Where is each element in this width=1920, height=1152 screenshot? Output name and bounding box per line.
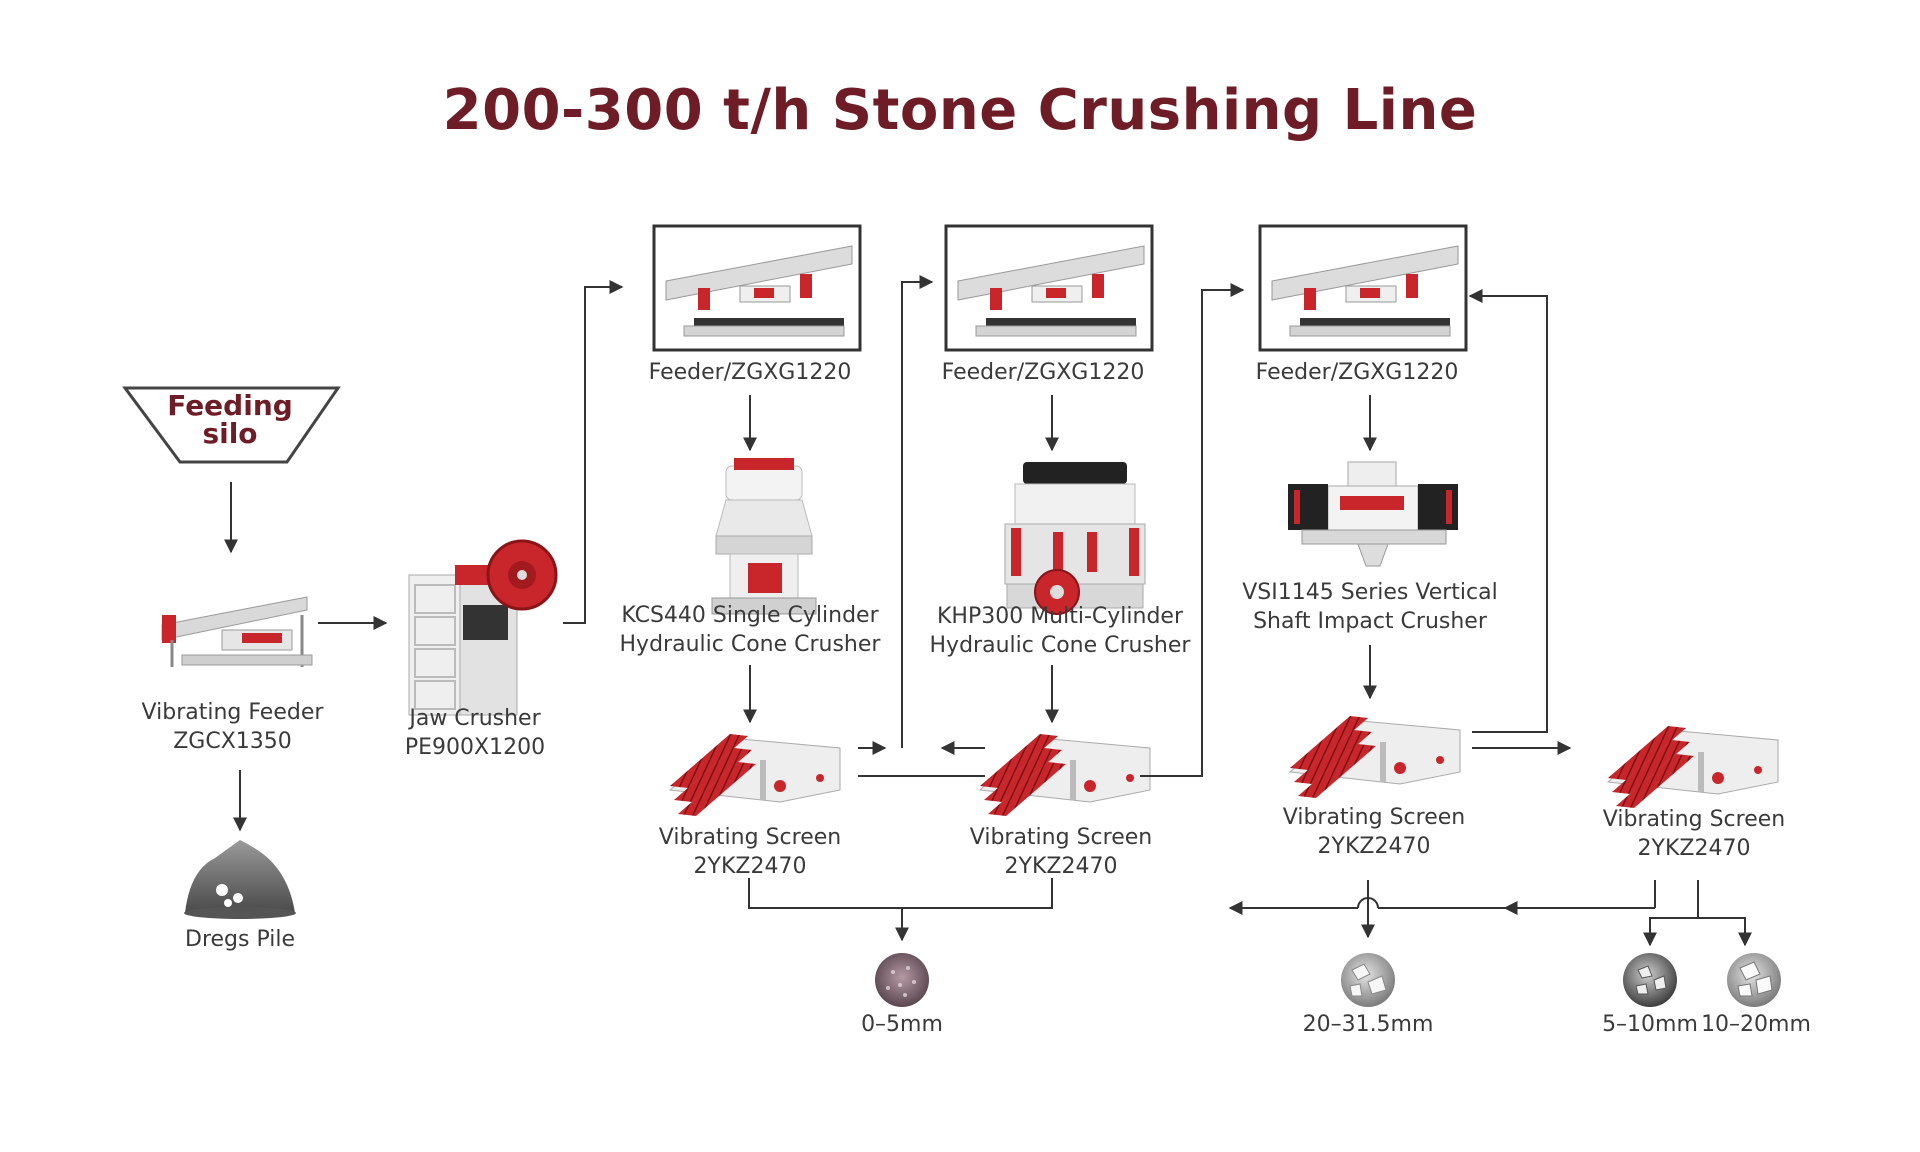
dregs-pile-label: Dregs Pile — [185, 927, 295, 952]
vibrating-feeder-icon — [665, 245, 853, 337]
product-gravel-5-10mm-icon — [1623, 953, 1677, 1007]
screen-3-name: Vibrating Screen — [1282, 805, 1466, 830]
crusher-1-line1: KCS440 Single Cylinder — [621, 603, 879, 628]
jaw-crusher-model: PE900X1200 — [404, 735, 546, 760]
feeding-silo-line1: Feeding — [167, 389, 293, 422]
product-gravel-20-31.5mm-icon — [1341, 953, 1395, 1007]
screen-4-label: Vibrating Screen 2YKZ2470 — [1594, 805, 1794, 863]
vibrating-feeder-icon — [161, 596, 313, 667]
crusher-2-line2: Hydraulic Cone Crusher — [929, 633, 1191, 658]
screen-1-name: Vibrating Screen — [658, 825, 842, 850]
crusher-3-line1: VSI1145 Series Vertical — [1242, 580, 1498, 605]
vibrating-screen-4-icon — [1606, 726, 1779, 808]
crusher-2-line1: KHP300 Multi-Cylinder — [936, 604, 1184, 629]
crusher-2-label: KHP300 Multi-Cylinder Hydraulic Cone Cru… — [915, 602, 1205, 660]
dregs-pile-icon — [184, 840, 296, 919]
feeder-3-box — [1258, 224, 1468, 352]
jaw-crusher-label: Jaw Crusher PE900X1200 — [385, 704, 565, 762]
feeding-silo-line2: silo — [202, 417, 258, 450]
crusher-3-label: VSI1145 Series Vertical Shaft Impact Cru… — [1230, 578, 1510, 636]
vibrating-feeder-name: Vibrating Feeder — [141, 700, 324, 725]
feeding-silo-icon — [122, 386, 341, 464]
screen-1-label: Vibrating Screen 2YKZ2470 — [650, 823, 850, 881]
jaw-crusher-icon — [408, 539, 558, 716]
jaw-crusher-name: Jaw Crusher — [409, 706, 541, 731]
multi-cylinder-cone-crusher-icon — [1004, 462, 1146, 615]
vibrating-feeder-label: Vibrating Feeder ZGCX1350 — [130, 698, 335, 756]
single-cylinder-cone-crusher-icon — [711, 458, 817, 615]
flow-arrows — [224, 275, 1752, 947]
feeder-2-label: Feeder/ZGXG1220 — [941, 360, 1145, 385]
product-gravel-10-20mm-icon — [1727, 953, 1781, 1007]
screen-2-model: 2YKZ2470 — [1004, 854, 1118, 879]
vibrating-screen-1-icon — [668, 734, 841, 816]
screen-4-name: Vibrating Screen — [1602, 807, 1786, 832]
feeding-silo-label: Feeding silo — [150, 392, 310, 448]
product-5-10mm-label: 5–10mm — [1602, 1012, 1698, 1037]
screen-3-label: Vibrating Screen 2YKZ2470 — [1274, 803, 1474, 861]
feeder-1-box — [652, 224, 862, 352]
page-title: 200-300 t/h Stone Crushing Line — [442, 78, 1478, 143]
feeder-3-label: Feeder/ZGXG1220 — [1255, 360, 1459, 385]
vibrating-feeder-icon — [1271, 245, 1459, 337]
product-gravel-0-5mm-icon — [875, 953, 929, 1007]
screen-2-name: Vibrating Screen — [969, 825, 1153, 850]
vibrating-feeder-icon — [957, 245, 1145, 337]
feeder-1-label: Feeder/ZGXG1220 — [648, 360, 852, 385]
vibrating-screen-2-icon — [978, 734, 1151, 816]
vsi-crusher-icon — [1288, 461, 1458, 567]
product-20-31.5mm-label: 20–31.5mm — [1302, 1012, 1434, 1037]
screen-4-model: 2YKZ2470 — [1637, 836, 1751, 861]
vibrating-screen-3-icon — [1288, 716, 1461, 798]
screen-2-label: Vibrating Screen 2YKZ2470 — [961, 823, 1161, 881]
feeder-2-box — [944, 224, 1154, 352]
product-10-20mm-label: 10–20mm — [1701, 1012, 1811, 1037]
crusher-3-line2: Shaft Impact Crusher — [1253, 609, 1487, 634]
product-0-5mm-label: 0–5mm — [861, 1012, 943, 1037]
crusher-1-label: KCS440 Single Cylinder Hydraulic Cone Cr… — [610, 601, 890, 659]
screen-1-model: 2YKZ2470 — [693, 854, 807, 879]
screen-3-model: 2YKZ2470 — [1317, 834, 1431, 859]
crusher-1-line2: Hydraulic Cone Crusher — [619, 632, 881, 657]
vibrating-feeder-model: ZGCX1350 — [173, 729, 292, 754]
